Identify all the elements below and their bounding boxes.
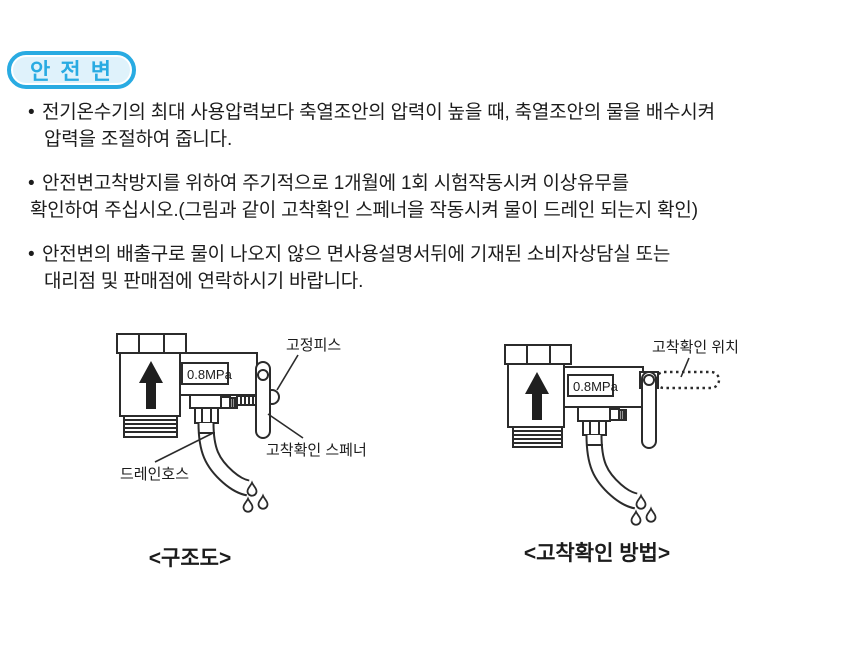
lever-hole (257, 369, 269, 381)
figure-check-method-diagram: 0.8MPa (504, 339, 739, 526)
bullet-marker: • (28, 173, 35, 194)
valve-body (119, 352, 181, 417)
valve-body (507, 363, 565, 428)
valve-threads (123, 415, 178, 438)
bullet-paragraph-test: • 안전변고착방지를 위하여 주기적으로 1개월에 1회 시험작동시켜 이상유무를… (28, 170, 840, 224)
valve-outlet (577, 406, 627, 436)
bullet-paragraph-pressure: • 전기온수기의 최대 사용압력보다 축열조안의 압력이 높을 때, 축열조안의 … (28, 99, 840, 153)
bullet-marker: • (28, 102, 35, 123)
valve-hex-cap (116, 333, 187, 354)
hose-nut (194, 407, 219, 424)
valve-threads (512, 426, 563, 448)
bullet-text-line2: 확인하여 주십시오.(그림과 같이 고착확인 스페너을 작동시켜 물이 드레인 … (30, 200, 698, 221)
callout-check-position: 고착확인 위치 (652, 339, 739, 378)
drain-hose (197, 422, 251, 497)
bullet-text-line1: 안전변고착방지를 위하여 주기적으로 1개월에 1회 시험작동시켜 이상유무를 (42, 173, 629, 194)
bullet-text-line2: 대리점 및 판매점에 연락하시기 바랍니다. (44, 271, 364, 292)
figure-caption-structure: <구조도> (148, 547, 232, 570)
bullet-marker: • (28, 244, 35, 265)
pressure-plate (567, 374, 614, 397)
hose-nut (582, 420, 607, 436)
spanner-label: 고착확인 스페너 (266, 442, 367, 459)
bullet-text-line1: 전기온수기의 최대 사용압력보다 축열조안의 압력이 높을 때, 축열조안의 물… (42, 102, 715, 123)
bullet-paragraph-contact: • 안전변의 배출구로 물이 나오지 않으 면사용설명서뒤에 기재된 소비자상담실… (28, 241, 840, 295)
water-drops-icon (630, 493, 657, 526)
test-screw-rod (236, 395, 259, 406)
check-spanner-lever (639, 371, 659, 449)
bullet-text-line2: 압력을 조절하여 줍니다. (44, 129, 233, 150)
flow-arrow-icon (139, 361, 163, 409)
section-title-badge: 안 전 변 (7, 51, 136, 89)
lever-hole (643, 374, 655, 386)
bullet-text-line1: 안전변의 배출구로 물이 나오지 않으 면사용설명서뒤에 기재된 소비자상담실 … (42, 244, 671, 265)
valve-outlet (189, 394, 238, 424)
valve-horizontal-body: 0.8MPa (563, 366, 644, 408)
figure-caption-check-method: <고착확인 방법> (523, 542, 671, 565)
water-drops-icon (242, 480, 269, 513)
section-title: 안 전 변 (30, 59, 113, 84)
callout-spanner: 고착확인 스페너 (266, 413, 367, 459)
drain-hose-label: 드레인호스 (120, 466, 189, 483)
drain-hose (585, 434, 639, 510)
callout-drain-hose: 드레인호스 (120, 432, 214, 483)
valve-hex-cap (504, 344, 572, 365)
check-spanner-lever (255, 361, 271, 439)
valve-horizontal-body: 0.8MPa (179, 352, 258, 396)
figure-structure-diagram: 0.8MPa (116, 333, 367, 513)
pressure-rating-text: 0.8MPa (573, 379, 619, 394)
pressure-rating-text: 0.8MPa (187, 367, 233, 382)
check-position-label: 고착확인 위치 (652, 339, 739, 356)
pressure-plate (181, 362, 229, 385)
fixing-pin-label: 고정피스 (286, 337, 341, 354)
spanner-pulled-position-outline (654, 370, 721, 390)
callout-fixing-pin: 고정피스 (276, 337, 341, 391)
flow-arrow-icon (525, 372, 549, 420)
